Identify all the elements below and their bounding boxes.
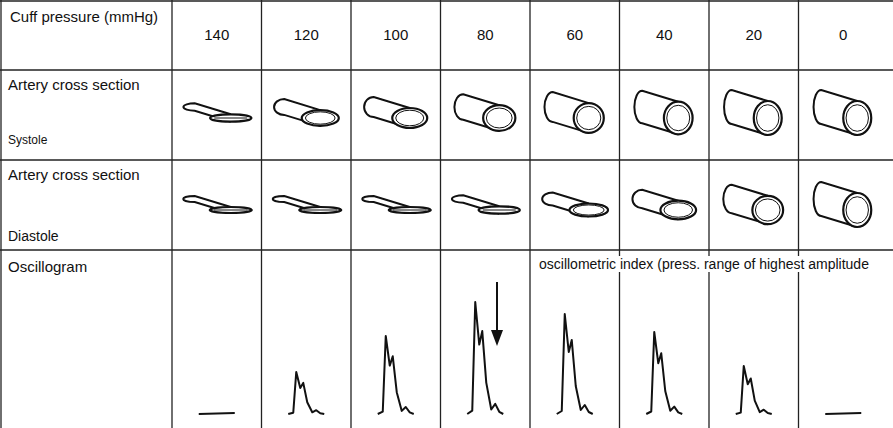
artery-lumen	[396, 110, 424, 126]
grid-line	[0, 69, 893, 70]
column-header: Cuff pressure (mmHg)	[10, 8, 160, 25]
artery-tube	[544, 92, 603, 133]
grid-line	[798, 0, 799, 428]
artery-opening	[302, 110, 339, 126]
grid-line	[708, 0, 709, 428]
pressure-value: 80	[445, 26, 527, 43]
artery-lumen	[573, 205, 604, 215]
artery-lumen	[393, 210, 427, 211]
artery-opening	[210, 114, 251, 121]
artery-tube	[364, 97, 427, 128]
grid-line	[0, 159, 893, 160]
annotation: oscillometric index (press. range of hig…	[537, 256, 871, 272]
artery-lumen	[483, 210, 516, 211]
artery-tube	[274, 99, 339, 126]
row-header: Oscillogram	[8, 258, 168, 275]
artery-opening	[754, 101, 782, 135]
oscillation-pulse	[199, 413, 235, 414]
pressure-value: 120	[266, 26, 348, 43]
grid-line	[350, 0, 351, 428]
artery-opening	[843, 193, 871, 227]
artery-tube	[724, 90, 782, 135]
arrow-head	[491, 330, 503, 346]
artery-opening	[843, 101, 871, 135]
pressure-value: 0	[803, 26, 885, 43]
artery-tube	[814, 182, 872, 227]
artery-tube	[632, 190, 696, 220]
artery-lumen	[486, 108, 512, 128]
grid-line	[0, 249, 893, 250]
grid-line	[440, 0, 441, 428]
artery-opening	[570, 204, 609, 217]
artery-lumen	[305, 112, 335, 124]
pressure-value: 100	[355, 26, 437, 43]
row-subheader: Systole	[8, 134, 108, 148]
artery-opening	[660, 201, 696, 220]
oscillation-pulse	[736, 366, 772, 414]
grid-line	[0, 0, 1, 428]
pressure-value: 140	[176, 26, 258, 43]
artery-opening	[752, 196, 783, 224]
artery-lumen	[214, 118, 247, 119]
pressure-value: 60	[534, 26, 616, 43]
artery-opening	[574, 103, 604, 133]
artery-tube	[273, 196, 342, 213]
grid-line	[619, 0, 620, 428]
artery-opening	[389, 207, 431, 213]
artery-lumen	[846, 197, 868, 224]
artery-drawings	[183, 90, 871, 227]
artery-lumen	[664, 203, 693, 218]
pressure-value: 20	[713, 26, 795, 43]
artery-tube	[454, 94, 515, 131]
artery-opening	[299, 207, 341, 213]
artery-tube	[634, 91, 692, 135]
grid-line	[261, 0, 262, 428]
artery-tube	[814, 90, 872, 135]
oscillation-pulse	[557, 314, 593, 414]
artery-opening	[664, 102, 693, 135]
artery-lumen	[846, 105, 868, 132]
artery-lumen	[303, 210, 337, 211]
pressure-value: 40	[624, 26, 706, 43]
oscillation-pulse	[288, 372, 324, 414]
grid-line	[171, 0, 172, 428]
artery-tube	[452, 195, 520, 213]
row-header: Artery cross section	[8, 166, 168, 183]
artery-tube	[183, 103, 251, 121]
artery-lumen	[667, 105, 690, 130]
oscillation-pulse	[646, 332, 682, 414]
oscillation-pulse	[825, 413, 861, 414]
arrow-shaft	[496, 282, 498, 338]
artery-tube	[362, 196, 431, 213]
artery-tube	[183, 196, 252, 213]
oscillogram-traces	[199, 302, 862, 414]
artery-opening	[392, 108, 427, 128]
artery-opening	[483, 105, 515, 131]
artery-lumen	[755, 199, 780, 221]
row-header: Artery cross section	[8, 76, 168, 93]
artery-tube	[723, 185, 783, 224]
artery-lumen	[577, 106, 601, 129]
grid-line	[529, 0, 530, 428]
artery-tube	[542, 193, 608, 217]
oscillation-pulse	[378, 336, 414, 414]
artery-lumen	[757, 105, 779, 132]
artery-opening	[210, 207, 252, 213]
index-arrow	[491, 282, 503, 346]
grid-line	[0, 0, 893, 1]
row-subheader: Diastole	[8, 228, 108, 244]
artery-lumen	[214, 210, 248, 211]
artery-opening	[479, 206, 520, 213]
